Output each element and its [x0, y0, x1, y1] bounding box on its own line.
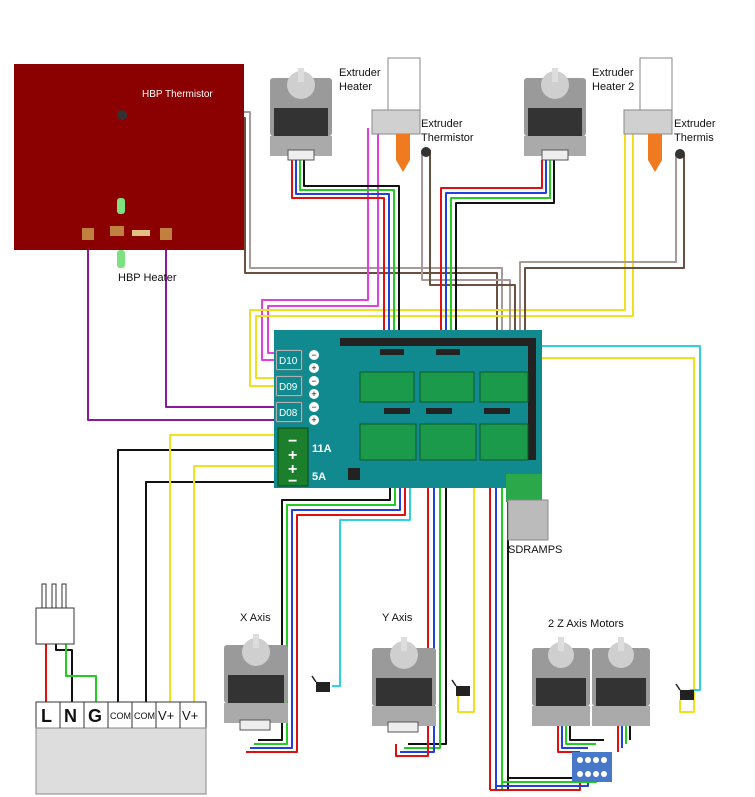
- plus-icon: +: [311, 389, 316, 399]
- extruder-thermistor-1-label-2: Thermistor: [421, 132, 474, 144]
- z-endstop-icon: [675, 683, 694, 700]
- hbp-led-icon: [82, 198, 172, 268]
- y-axis-label: Y Axis: [382, 612, 413, 624]
- mosfet-terminals: − + − + − +: [309, 350, 319, 425]
- sdramps-card: [507, 499, 549, 541]
- psu-g-label: G: [88, 706, 102, 726]
- d09-label: D09: [279, 382, 298, 393]
- amp-11a-label: 11A: [312, 443, 332, 455]
- power-supply: L N G COM COM V+ V+: [35, 583, 207, 795]
- minus-icon: −: [311, 402, 316, 412]
- psu-l-label: L: [41, 706, 52, 726]
- x-axis-label: X Axis: [240, 612, 271, 624]
- psu-com-2-label: COM: [134, 711, 155, 721]
- d10-label: D10: [279, 356, 298, 367]
- power-plus-11a-icon: +: [288, 447, 297, 464]
- psu-n-label: N: [64, 706, 77, 726]
- x-axis-motor: [224, 634, 288, 731]
- extruder-heater-2-label: Extruder: [592, 67, 634, 79]
- extruder-hotend-1: [371, 57, 431, 172]
- plus-icon: +: [311, 363, 316, 373]
- extruder-thermistor-2-label: Extruder: [674, 118, 716, 130]
- minus-icon: −: [311, 376, 316, 386]
- z-axis-label: 2 Z Axis Motors: [548, 618, 624, 630]
- power-plus-5a-icon: +: [288, 461, 297, 478]
- ramps-board: D10 D09 D08 − + − + − + − + + − 11A 5A S…: [274, 330, 562, 556]
- y-axis-motor: [372, 637, 436, 733]
- psu-com-1-label: COM: [110, 711, 131, 721]
- power-minus-5a-icon: −: [288, 473, 297, 490]
- x-endstop-icon: [311, 675, 330, 692]
- psu-v1-label: V+: [158, 708, 174, 723]
- minus-icon: −: [311, 350, 316, 360]
- z-axis-motor-2: [592, 637, 650, 726]
- extruder-thermistor-2-icon: [675, 149, 685, 159]
- extruder-hotend-2: [623, 57, 685, 172]
- heated-build-platform: HBP Thermistor HBP Heater: [14, 64, 244, 284]
- plus-icon: +: [311, 415, 316, 425]
- extruder-heater-1-label: Extruder: [339, 67, 381, 79]
- extruder-motor-1: [270, 68, 332, 161]
- sdramps-label: SDRAMPS: [508, 544, 562, 556]
- extruder-heater-1-label-2: Heater: [339, 81, 372, 93]
- extruder-motor-2: [524, 68, 586, 161]
- power-minus-11a-icon: −: [288, 433, 297, 450]
- hbp-thermistor-label: HBP Thermistor: [142, 89, 213, 100]
- amp-5a-label: 5A: [312, 471, 326, 483]
- extruder-thermistor-1-icon: [421, 147, 431, 157]
- extruder-thermistor-1-label: Extruder: [421, 118, 463, 130]
- extruder-thermistor-2-label-2: Thermis: [674, 132, 714, 144]
- extruder-heater-2-label-2: Heater 2: [592, 81, 634, 93]
- z-terminal-block-icon: [572, 752, 612, 782]
- d08-label: D08: [279, 408, 298, 419]
- hbp-heater-label: HBP Heater: [118, 272, 177, 284]
- y-endstop-icon: [451, 679, 470, 696]
- z-axis-motor-1: [532, 637, 590, 726]
- psu-v2-label: V+: [182, 708, 198, 723]
- hbp-thermistor-icon: [117, 110, 127, 120]
